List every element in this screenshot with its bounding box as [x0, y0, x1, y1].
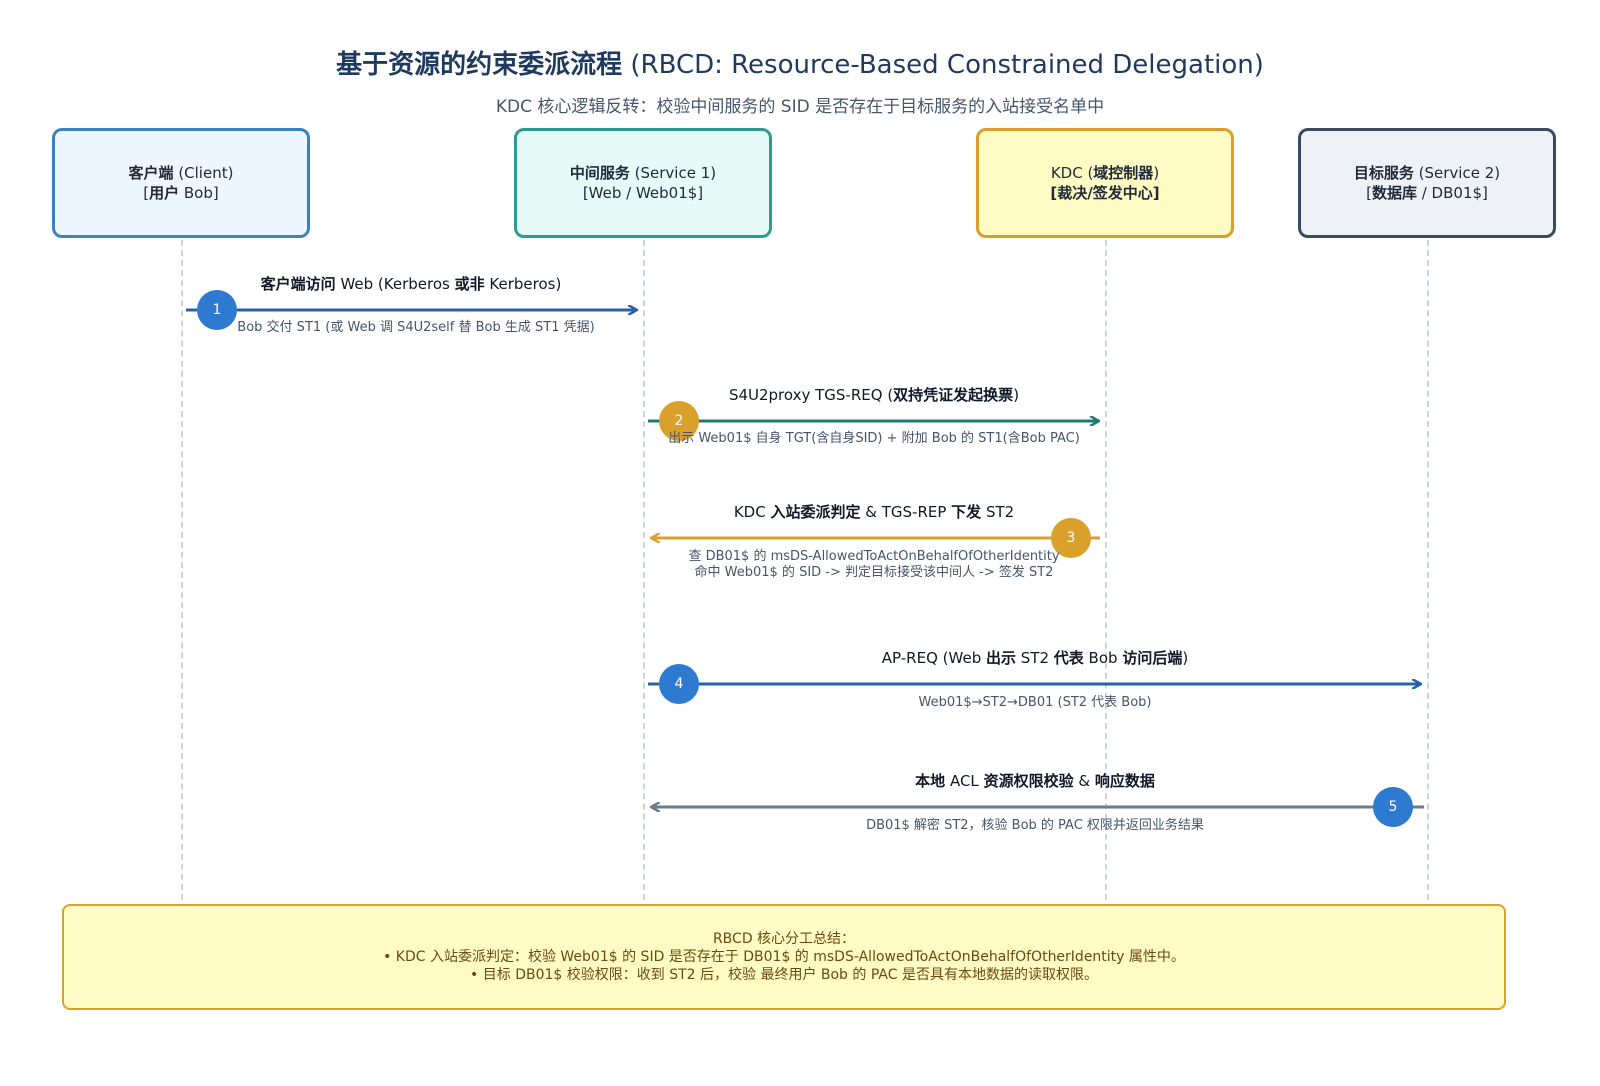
msg-5-sub: DB01$ 解密 ST2，核验 Bob 的 PAC 权限并返回业务结果	[866, 818, 1204, 833]
msg-3-sub-2: 命中 Web01$ 的 SID -> 判定目标接受该中间人 -> 签发 ST2	[694, 565, 1054, 580]
lifeline-kdc	[1105, 240, 1107, 900]
actor-service1-detail: [Web / Web01$]	[582, 184, 704, 202]
actor-kdc: KDC (域控制器) [裁决/签发中心]	[976, 128, 1234, 238]
msg-4-label: AP-REQ (Web 出示 ST2 代表 Bob 访问后端)	[881, 649, 1189, 667]
msg-3-label: KDC 入站委派判定 & TGS-REP 下发 ST2	[733, 503, 1015, 521]
actor-client-detail: [用户 Bob]	[143, 184, 219, 202]
msg-5-label: 本地 ACL 资源权限校验 & 响应数据	[915, 772, 1155, 790]
step-2-badge: 2	[659, 401, 699, 441]
lifeline-service1	[643, 240, 645, 900]
step-4-badge: 4	[659, 664, 699, 704]
page-title: 基于资源的约束委派流程 (RBCD: Resource-Based Constr…	[0, 44, 1600, 81]
summary-line-1: • KDC 入站委派判定：校验 Web01$ 的 SID 是否存在于 DB01$…	[383, 949, 1185, 965]
actor-service1-name: 中间服务 (Service 1)	[569, 164, 717, 182]
title-rest: (RBCD: Resource-Based Constrained Delega…	[622, 50, 1264, 80]
actor-kdc-name: KDC (域控制器)	[1050, 164, 1160, 182]
step-5-badge: 5	[1373, 787, 1413, 827]
actor-service2: 目标服务 (Service 2) [数据库 / DB01$]	[1298, 128, 1556, 238]
actor-kdc-detail: [裁决/签发中心]	[1050, 184, 1160, 202]
summary-box: RBCD 核心分工总结： • KDC 入站委派判定：校验 Web01$ 的 SI…	[62, 904, 1506, 1010]
msg-4-sub: Web01$→ST2→DB01 (ST2 代表 Bob)	[918, 695, 1152, 710]
msg-1-sub: Bob 交付 ST1 (或 Web 调 S4U2self 替 Bob 生成 ST…	[237, 320, 595, 335]
msg-2-sub: 出示 Web01$ 自身 TGT(含自身SID) + 附加 Bob 的 ST1(…	[668, 431, 1080, 446]
step-1-badge: 1	[197, 290, 237, 330]
msg-1-label: 客户端访问 Web (Kerberos 或非 Kerberos)	[260, 275, 562, 293]
title-bold: 基于资源的约束委派流程	[336, 50, 623, 80]
step-3-badge: 3	[1051, 518, 1091, 558]
lifeline-client	[181, 240, 183, 900]
actor-client-name: 客户端 (Client)	[128, 164, 234, 182]
msg-2-label: S4U2proxy TGS-REQ (双持凭证发起换票)	[728, 386, 1020, 404]
actor-service2-detail: [数据库 / DB01$]	[1366, 184, 1488, 202]
page-subtitle: KDC 核心逻辑反转：校验中间服务的 SID 是否存在于目标服务的入站接受名单中	[495, 97, 1105, 117]
actor-service2-name: 目标服务 (Service 2)	[1353, 164, 1501, 182]
msg-3-sub-1: 查 DB01$ 的 msDS-AllowedToActOnBehalfOfOth…	[688, 549, 1060, 564]
summary-title: RBCD 核心分工总结：	[712, 931, 856, 947]
actor-client: 客户端 (Client) [用户 Bob]	[52, 128, 310, 238]
lifeline-service2	[1427, 240, 1429, 900]
summary-line-2: • 目标 DB01$ 校验权限：收到 ST2 后，校验 最终用户 Bob 的 P…	[470, 967, 1098, 983]
actor-service1: 中间服务 (Service 1) [Web / Web01$]	[514, 128, 772, 238]
